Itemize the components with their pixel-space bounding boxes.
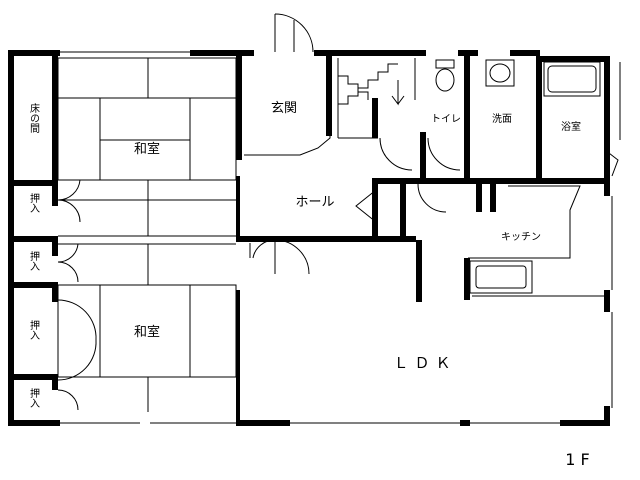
room-label-washitsu-top: 和室 xyxy=(134,141,160,157)
room-label-oshiire-4: 押入 xyxy=(28,387,40,408)
room-label-yokushitsu: 浴室 xyxy=(561,120,581,133)
room-label-ldk: ＬＤＫ xyxy=(393,354,456,372)
room-label-tokonoma: 床の間 xyxy=(28,102,40,134)
room-label-senmen: 洗面 xyxy=(492,113,512,125)
room-label-oshiire-3: 押入 xyxy=(28,319,40,340)
room-labels: 和室 和室 床の間 押入 押入 押入 押入 玄関 ホール トイレ 洗面 浴室 キ… xyxy=(28,101,582,408)
room-label-hall: ホール xyxy=(295,195,334,210)
room-label-oshiire-1: 押入 xyxy=(28,192,40,213)
interior-lines xyxy=(57,51,621,424)
room-label-toilet: トイレ xyxy=(431,114,461,125)
room-label-washitsu-bottom: 和室 xyxy=(134,324,160,340)
walls xyxy=(8,50,610,426)
door-swings xyxy=(57,13,619,411)
room-label-kitchen: キッチン xyxy=(501,231,541,243)
room-label-genkan: 玄関 xyxy=(271,101,297,116)
floor-label: 1F xyxy=(565,450,594,469)
room-label-oshiire-2: 押入 xyxy=(28,250,40,271)
